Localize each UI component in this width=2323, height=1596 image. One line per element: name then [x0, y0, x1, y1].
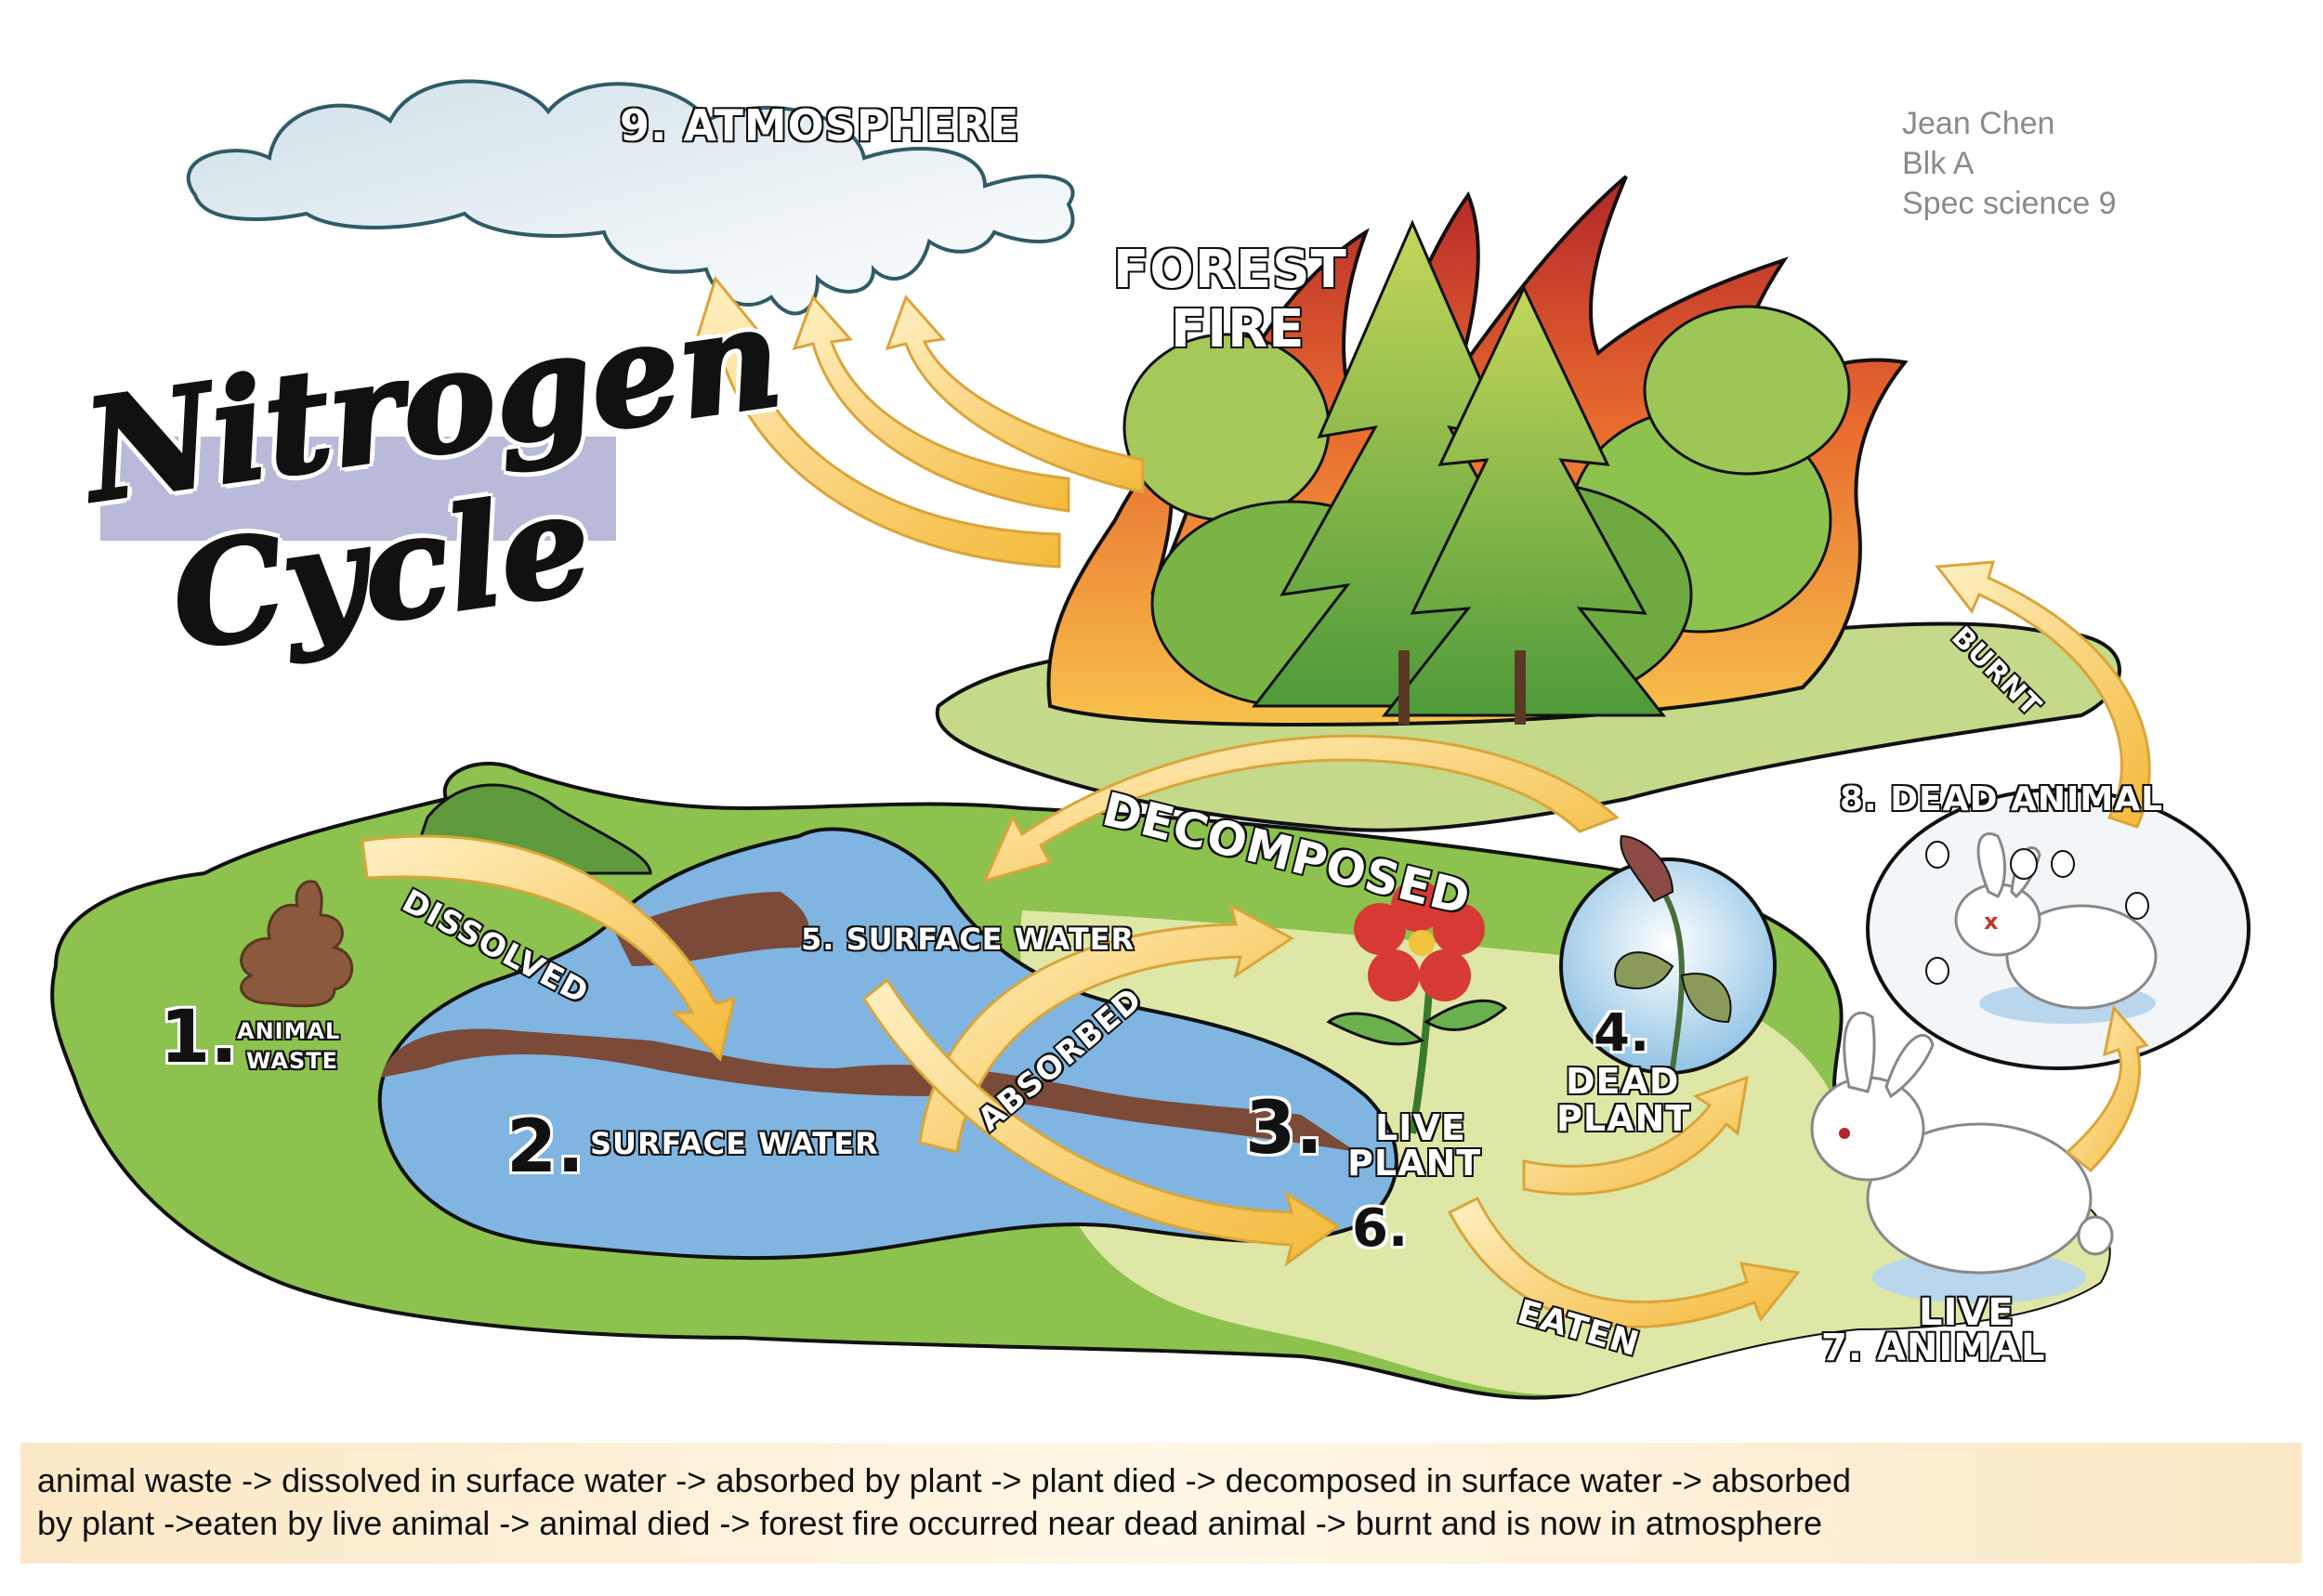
skull-icon: [1925, 841, 2149, 985]
arrow-fire-1: [694, 275, 1061, 569]
arrow-fire-3: [885, 294, 1145, 494]
atmosphere-label: 9. ATMOSPHERE: [618, 99, 1020, 152]
rabbit-icon: [1810, 1011, 2114, 1275]
step-8-label: 8. DEAD ANIMAL: [1838, 779, 2164, 820]
step-3-label-line-1: LIVE: [1374, 1106, 1467, 1150]
byline-name: Jean Chen: [1902, 106, 2055, 141]
step-3-number: 3.: [1244, 1086, 1325, 1172]
byline-course: Spec science 9: [1902, 186, 2117, 221]
tree-icon: [1122, 219, 1851, 725]
step-7-label-line-2: 7. ANIMAL: [1820, 1326, 2047, 1371]
step-4-number: 4.: [1592, 1002, 1650, 1066]
wilted-flower-icon: [1614, 834, 1732, 1069]
flower-icon: [1326, 880, 1508, 1134]
flow-arrows: [361, 275, 2151, 1328]
step-7-label-line-1: LIVE: [1918, 1290, 2015, 1336]
arrow-dissolved: [361, 834, 737, 1062]
arrow-to-dead-animal: [2065, 1004, 2149, 1173]
step-1-label-line-1: ANIMAL: [235, 1017, 341, 1046]
summary-text: animal waste -> dissolved in surface wat…: [37, 1459, 2304, 1545]
step-1-number: 1.: [159, 995, 240, 1081]
byline-block: Blk A: [1902, 146, 1975, 181]
summary-line-2: by plant ->eaten by live animal -> anima…: [37, 1504, 1823, 1542]
step-2-label: SURFACE WATER: [589, 1125, 880, 1163]
summary-panel: animal waste -> dissolved in surface wat…: [20, 1443, 2302, 1563]
step-6-number: 6.: [1350, 1197, 1409, 1261]
summary-line-1: animal waste -> dissolved in surface wat…: [37, 1461, 1852, 1499]
poop-icon: [240, 880, 354, 1008]
mud-bank: [381, 1028, 1357, 1152]
cloud-icon: [186, 79, 1075, 316]
step-4-label-line-1: DEAD: [1564, 1060, 1680, 1104]
arrow-absorbed: [918, 903, 1294, 1154]
land-light: [1020, 910, 2109, 1395]
svg-text:x: x: [1984, 909, 1999, 935]
step-5-label: 5. SURFACE WATER: [799, 921, 1135, 959]
arrow-to-dead-plant: [1522, 1075, 1749, 1196]
step-3-label-line-2: PLANT: [1345, 1142, 1482, 1185]
arrow-eaten: [1447, 1196, 1801, 1328]
arrow-decomposed: [982, 734, 1620, 883]
title-band: [100, 437, 616, 541]
step-4-label-line-2: PLANT: [1555, 1097, 1691, 1141]
forest-fire-line-1: FOREST: [1112, 239, 1348, 302]
arrow-burnt: [1935, 560, 2151, 829]
step-1-label-line-2: WASTE: [244, 1047, 339, 1076]
arrow-surface-to-plant: [862, 977, 1341, 1267]
arrow-fire-2: [792, 294, 1070, 513]
forest-fire-line-2: FIRE: [1169, 298, 1306, 361]
step-2-number: 2.: [505, 1105, 586, 1191]
